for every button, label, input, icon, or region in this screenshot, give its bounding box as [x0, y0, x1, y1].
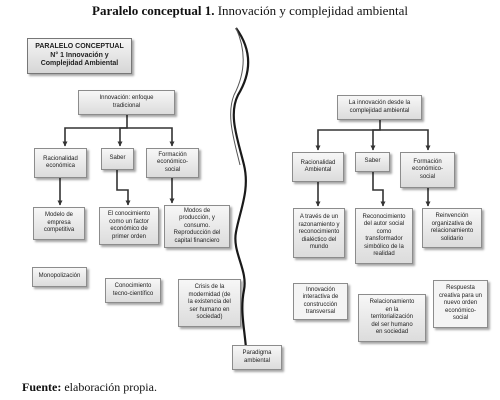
center-divider	[232, 27, 250, 349]
left-leaf-modelo: Modelo de empresa competitiva	[33, 207, 85, 240]
figure-title: Paralelo conceptual 1. Innovación y comp…	[0, 3, 500, 19]
right-branch-saber: Saber	[355, 152, 390, 172]
left-title-text: PARALELO CONCEPTUAL N° 1 Innovación y Co…	[35, 42, 124, 68]
left-bottom-crisis: Crisis de la modernidad (de la existenci…	[178, 279, 241, 327]
left-leaf-text: Modelo de empresa competitiva	[43, 212, 75, 234]
left-leaf-text: Modos de producción, y consumo. Reproduc…	[173, 207, 221, 244]
right-bottom-text: Respuesta creativa para un nuevo orden e…	[438, 285, 483, 322]
right-leaf-text: Reinvención organizativa de relacionamie…	[430, 213, 474, 242]
right-leaf-razonamiento: A través de un razonamiento y reconocimi…	[293, 208, 345, 258]
right-leaf-reconocimiento: Reconocimiento del autor social como tra…	[355, 208, 413, 264]
left-branch-racionalidad: Racionalidad económica	[34, 148, 87, 178]
left-root-node: Innovación: enfoque tradicional	[78, 90, 175, 115]
right-branch-text: Saber	[364, 158, 381, 165]
center-divider-shade	[230, 27, 244, 166]
right-bottom-relacionamiento: Relacionamiento en la territorialización…	[358, 294, 426, 342]
figure-title-bold: Paralelo conceptual 1.	[92, 3, 215, 18]
right-leaf-text: Reconocimiento del autor social como tra…	[362, 213, 406, 258]
left-leaf-modos: Modos de producción, y consumo. Reproduc…	[164, 205, 230, 248]
left-connectors	[57, 115, 175, 206]
left-branch-text: Racionalidad económica	[43, 155, 78, 170]
left-root-text: Innovación: enfoque tradicional	[99, 95, 154, 109]
left-bottom-text: Conocimiento tecno-científico	[112, 283, 154, 297]
left-leaf-conocimiento: El conocimiento como un factor económico…	[99, 207, 159, 245]
right-branch-racionalidad: Racionalidad Ambiental	[292, 152, 344, 182]
left-title-box: PARALELO CONCEPTUAL N° 1 Innovación y Co…	[27, 38, 132, 74]
left-branch-formacion: Formación económico- social	[146, 148, 199, 178]
left-branch-saber: Saber	[101, 148, 134, 170]
left-bottom-text: Crisis de la modernidad (de la existenci…	[188, 284, 231, 321]
left-leaf-text: El conocimiento como un factor económico…	[107, 211, 151, 240]
right-connectors	[315, 120, 431, 207]
right-bottom-text: Relacionamiento en la territorialización…	[369, 299, 415, 336]
left-bottom-text: Monopolización	[38, 273, 81, 280]
right-branch-formacion: Formación económico- social	[400, 152, 455, 188]
right-root-node: La innovación desde la complejidad ambie…	[337, 95, 422, 120]
left-bottom-tecno: Conocimiento tecno-científico	[105, 278, 161, 303]
left-bottom-monopolizacion: Monopolización	[32, 267, 87, 287]
left-branch-text: Saber	[109, 155, 126, 162]
right-branch-text: Racionalidad Ambiental	[300, 159, 336, 174]
right-root-text: La innovación desde la complejidad ambie…	[348, 100, 411, 114]
source-label: Fuente:	[22, 380, 62, 394]
right-leaf-reinvencion: Reinvención organizativa de relacionamie…	[422, 208, 482, 248]
right-bottom-innovacion: Innovación interactiva de construcción t…	[293, 283, 348, 320]
figure-title-rest: Innovación y complejidad ambiental	[214, 3, 408, 18]
source-text: elaboración propia.	[61, 380, 157, 394]
right-bottom-respuesta: Respuesta creativa para un nuevo orden e…	[433, 280, 488, 328]
source-note: Fuente: elaboración propia.	[22, 380, 157, 395]
right-leaf-text: A través de un razonamiento y reconocimi…	[298, 214, 340, 251]
right-branch-text: Formación económico- social	[411, 158, 443, 180]
left-branch-text: Formación económico- social	[156, 151, 188, 173]
center-paradigma-node: Paradigma ambiental	[232, 345, 282, 370]
right-bottom-text: Innovación interactiva de construcción t…	[302, 286, 339, 316]
center-paradigma-text: Paradigma ambiental	[242, 350, 272, 364]
